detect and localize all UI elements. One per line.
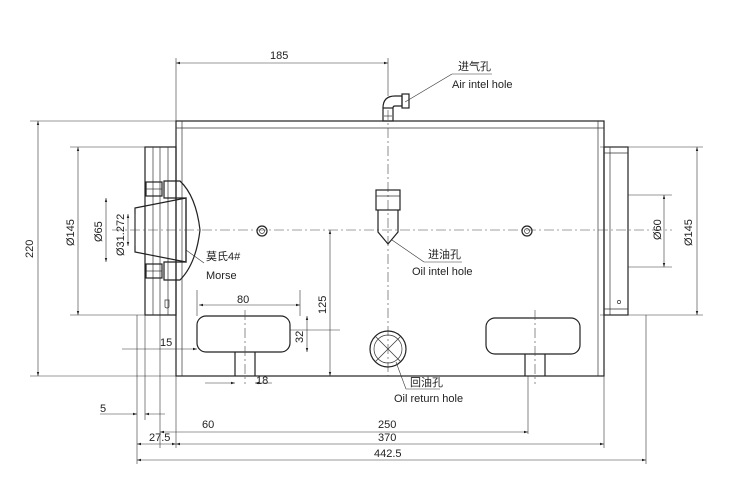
morse-label-cn: 莫氏4# (206, 250, 241, 263)
dim-250: 250 (378, 419, 396, 431)
oil-inlet-fitting (375, 189, 401, 245)
dimension-lines (36, 61, 699, 462)
dim-145-right: Ø145 (683, 219, 695, 246)
spindle-nose (134, 146, 201, 316)
dim-31272: Ø31.272 (115, 214, 127, 256)
dim-32: 32 (294, 331, 306, 343)
dim-125: 125 (317, 296, 329, 314)
dim-18: 18 (256, 375, 268, 387)
dim-185: 185 (270, 50, 288, 62)
air-inlet-label-en: Air intel hole (452, 79, 513, 91)
air-inlet-label-cn: 进气孔 (458, 59, 491, 73)
oil-return-hole (369, 330, 407, 368)
dim-27-5: 27.5 (149, 432, 170, 444)
dim-15: 15 (160, 337, 172, 349)
air-inlet-fitting (382, 93, 410, 122)
dim-65: Ø65 (93, 221, 105, 242)
dim-442-5: 442.5 (374, 448, 402, 460)
dim-220: 220 (24, 240, 36, 258)
mounting-foot-left (196, 310, 291, 384)
oil-return-label-en: Oil return hole (394, 393, 463, 405)
mounting-foot-right (485, 310, 581, 384)
dim-60-right: Ø60 (652, 219, 664, 240)
dim-145-left: Ø145 (65, 219, 77, 246)
dim-60: 60 (202, 419, 214, 431)
dim-80: 80 (237, 294, 249, 306)
locating-pin-right (521, 225, 533, 237)
oil-return-label-cn: 回油孔 (410, 375, 443, 389)
leader-lines (185, 73, 492, 390)
extension-lines (30, 58, 703, 464)
oil-inlet-label-cn: 进油孔 (428, 247, 461, 261)
dim-5: 5 (100, 403, 106, 415)
morse-label-en: Morse (206, 270, 237, 282)
dim-370: 370 (378, 432, 396, 444)
oil-inlet-label-en: Oil intel hole (412, 266, 473, 278)
locating-pin-left (256, 225, 268, 237)
